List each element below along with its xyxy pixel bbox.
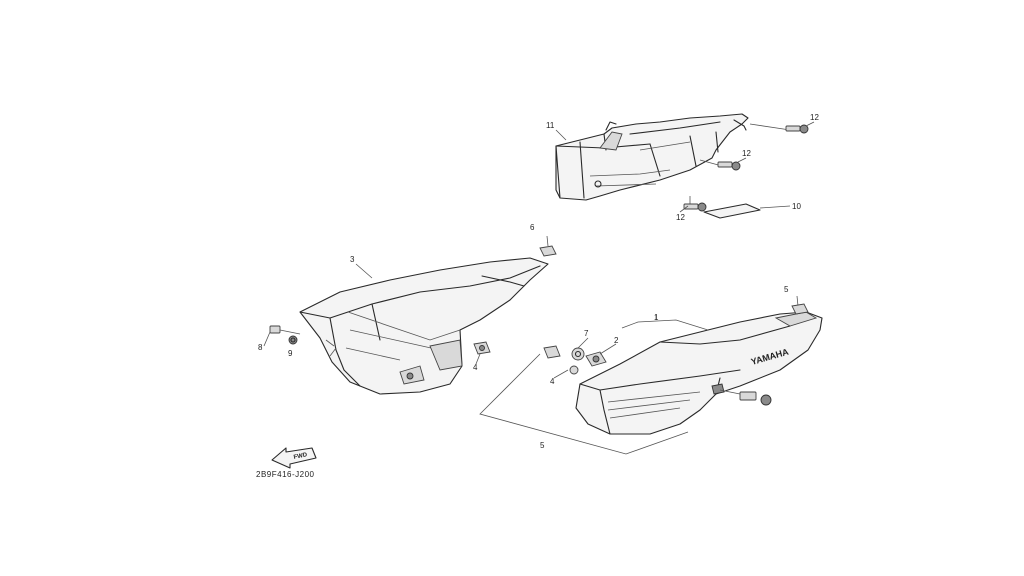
- callout-1: 1: [654, 313, 659, 322]
- small-grommet-part-4: [569, 365, 579, 375]
- callout-8: 8: [258, 343, 263, 352]
- side-cover-right-part-1: [575, 311, 823, 435]
- forward-arrow: [271, 447, 317, 469]
- callout-5-right: 5: [784, 285, 789, 294]
- callout-3: 3: [350, 255, 355, 264]
- diagram-code: 2B9F416-J200: [256, 470, 315, 479]
- callout-6: 6: [530, 223, 535, 232]
- assembly-bracket-0: [479, 353, 689, 455]
- screw-part-8: [269, 325, 301, 345]
- callout-7: 7: [584, 329, 589, 338]
- assembly-bracket-1: [621, 314, 709, 331]
- nut-part-7: [543, 345, 561, 359]
- bolt-part-12-top: [749, 123, 809, 134]
- bolt-part-12-low: [683, 196, 707, 212]
- grommet-part-5-right: [791, 295, 809, 315]
- screw-right-cover: [719, 389, 772, 406]
- callout-4-left: 4: [473, 363, 478, 372]
- callout-9: 9: [288, 349, 293, 358]
- callout-2: 2: [614, 336, 619, 345]
- callout-12-low: 12: [676, 213, 685, 222]
- washer-part-9: [290, 337, 296, 343]
- callout-12-top: 12: [810, 113, 819, 122]
- callout-0: 5: [540, 441, 545, 450]
- grommet-part-4-right: [585, 351, 607, 367]
- grommet-part-6: [539, 235, 557, 257]
- callout-12-mid: 12: [742, 149, 751, 158]
- side-cover-left-part-3: [299, 257, 549, 395]
- collar-part-2: [571, 347, 585, 361]
- callout-4-right: 4: [550, 377, 555, 386]
- battery-box-part-11: [555, 113, 749, 201]
- grommet-part-4-left: [473, 341, 491, 355]
- callout-11: 11: [546, 121, 555, 130]
- leader-lines: [263, 121, 815, 379]
- callout-10: 10: [792, 202, 801, 211]
- fwd-label: FWD: [293, 452, 308, 461]
- rubber-pad-part-10: [703, 203, 791, 219]
- bolt-part-12-mid: [699, 159, 741, 171]
